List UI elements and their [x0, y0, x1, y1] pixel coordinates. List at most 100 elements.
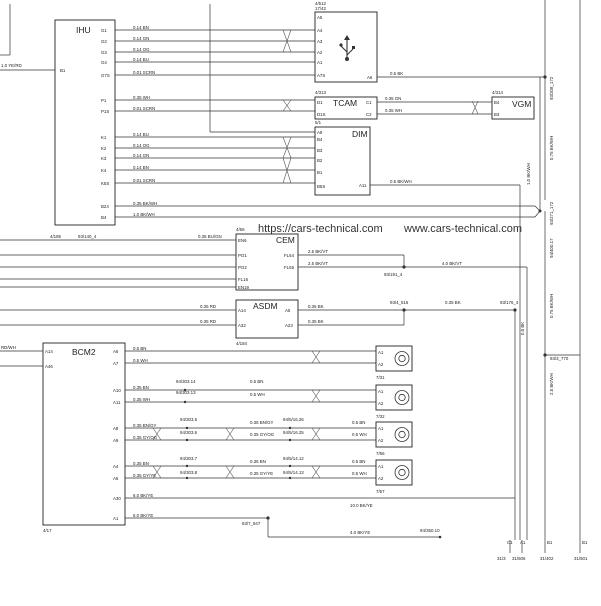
- speaker-pin: A1: [378, 389, 384, 394]
- ihu-pin: K1: [101, 135, 107, 140]
- cem-out-wire-label: 2.5 BK/VT: [308, 261, 328, 266]
- asdm-out-wire-label: 0.35 BK: [308, 319, 324, 324]
- ihu-wire-label: 0.14 BN: [133, 25, 149, 30]
- tcam-pin: D1: [317, 100, 323, 105]
- bcm2-pin: A14: [45, 349, 53, 354]
- splice-dot: [288, 438, 292, 442]
- ihu-wire-label: 0.14 OG: [133, 47, 150, 52]
- dim-out-pin: A11: [359, 183, 367, 188]
- speaker-pin: A2: [378, 362, 384, 367]
- bcm2-pin: A8: [113, 426, 119, 431]
- wire-label: 0.35 GY/OG: [250, 432, 275, 437]
- ihu-wire-label: 0.14 BN: [133, 165, 149, 170]
- dim-pin: B5S: [317, 184, 325, 189]
- twisted-pair: [152, 465, 162, 479]
- twisted-pair: [282, 136, 292, 159]
- rail-label: 0.75 BK/WH: [549, 136, 554, 160]
- ground-splice-a: 93/7_947: [242, 521, 261, 526]
- usb-pin: A3: [317, 39, 323, 44]
- usb-pin: A4: [317, 28, 323, 33]
- twisted-pair: [311, 350, 321, 364]
- wire-label: 0.5 WH: [250, 392, 265, 397]
- wire-label: 0.5 WH: [352, 471, 367, 476]
- speaker-cone: [398, 354, 406, 363]
- speaker-pin: A1: [378, 350, 384, 355]
- twisted-pair: [471, 100, 479, 115]
- cem-junction-label: 93/191_4: [384, 272, 403, 277]
- bcm2-pin: A10: [113, 388, 121, 393]
- speaker-pin: A2: [378, 401, 384, 406]
- bcm2-title: BCM2: [72, 347, 96, 357]
- cem-pin: PO1: [238, 253, 247, 258]
- splice-dot: [183, 400, 187, 404]
- wire-label: 0.5 WH: [352, 432, 367, 437]
- splice-dot: [288, 464, 292, 468]
- tcam-title: TCAM: [333, 98, 357, 108]
- cem-box: [235, 233, 299, 291]
- ihu-wire-label: 0.14 OG: [133, 143, 150, 148]
- bottom-ref: 31/402: [540, 556, 554, 561]
- asdm-junction2-label: 93/176_4: [500, 300, 519, 305]
- rail-label: 93/3_770: [550, 356, 569, 361]
- speaker-pin: A2: [378, 476, 384, 481]
- rail-label: 0.75 BK/WH: [549, 294, 554, 318]
- splice-dot: [185, 476, 189, 480]
- speaker-pin: A1: [378, 464, 384, 469]
- cem-title: CEM: [276, 235, 295, 245]
- bottom-ref: 31/506: [512, 556, 526, 561]
- usb-pin: A5: [317, 15, 323, 20]
- junction-dot: [543, 75, 547, 79]
- vgm-module: 4/314 VGM B4 B3: [491, 90, 535, 120]
- cem-pin: EN6: [238, 238, 247, 243]
- bcm2-pin: A5: [113, 476, 119, 481]
- tcam-box: [314, 96, 378, 120]
- bcm2-pin: A6: [113, 349, 119, 354]
- wire-label: 0.35 BN/GY: [250, 420, 273, 425]
- vgm-box: [491, 96, 535, 120]
- twisted-pair: [225, 465, 235, 479]
- speaker-ref: 7/56: [376, 451, 385, 456]
- twisted-pair: [282, 157, 292, 184]
- speaker-pin: A1: [378, 426, 384, 431]
- ihu-pin: G3: [101, 50, 107, 55]
- rail-label: 93/271_172: [549, 201, 554, 225]
- ihu-wire-label: 0.01 SCRN: [133, 178, 155, 183]
- dim-ref: 5/1: [315, 120, 322, 125]
- twisted-pair: [282, 29, 292, 53]
- cem-in-ref: 93/140_4: [78, 234, 97, 239]
- tcam-ref: 4/313: [315, 90, 327, 95]
- bcm2-pin: A7: [113, 361, 119, 366]
- splice-label: 94/303.14: [176, 379, 196, 384]
- usb-pin: A1: [317, 60, 323, 65]
- ihu-box: [54, 19, 116, 226]
- tcam-pin: C2: [366, 112, 372, 117]
- cem-in-wire-label: 0.35 BU/GN: [198, 234, 222, 239]
- ihu-wire-label: 0.14 GN: [133, 36, 149, 41]
- splice-label: 94/303.5: [180, 417, 198, 422]
- dim-out-wire-label: 0.5 BK/WH: [390, 179, 412, 184]
- tcam-wire-label: 0.35 GN: [385, 96, 401, 101]
- bcm2-wire-label: 0.35 BN: [133, 385, 149, 390]
- ground-wire-b-label: 4.0 BK/YE: [350, 530, 370, 535]
- dim-pin: B3: [317, 148, 323, 153]
- ihu-pin: G1: [101, 28, 107, 33]
- usb-pin: A7S: [317, 73, 325, 78]
- rail-label: 0.5 BK: [520, 322, 525, 335]
- ihu-wire-label: 0.01 SCRN: [133, 70, 155, 75]
- splice-dot: [288, 476, 292, 480]
- vgm-pin: B3: [494, 112, 500, 117]
- bcm2-wire-label: 6.0 BK/YE: [133, 493, 153, 498]
- ihu-wire-label: 0.35 WH: [133, 95, 150, 100]
- cem-pin: EN19: [238, 285, 250, 290]
- splice-label: 94/5/16.25: [283, 430, 304, 435]
- ihu-wire-label: 0.01 SCRN: [133, 106, 155, 111]
- usb-ref2: 17/42: [315, 6, 327, 11]
- asdm-ref: 4/184: [236, 341, 248, 346]
- ihu-pin: P1S: [101, 109, 109, 114]
